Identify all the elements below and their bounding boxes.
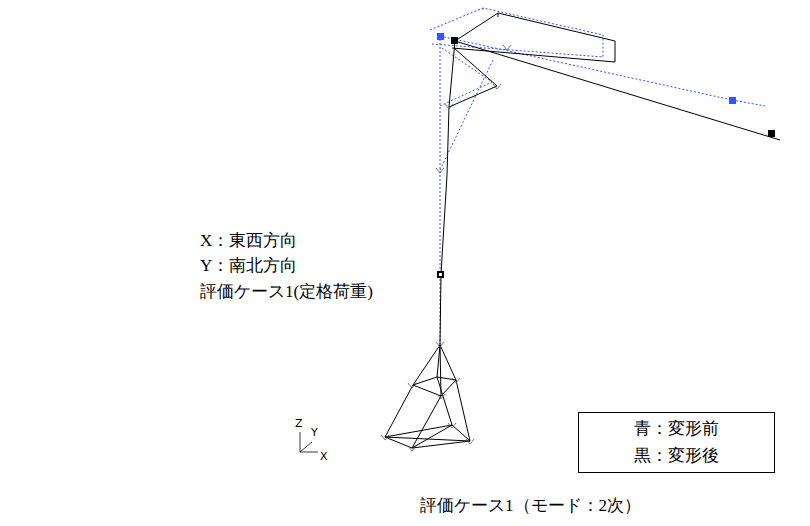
legend-text: 青：変形前	[634, 419, 719, 439]
note-text: 評価ケース1(定格荷重)	[200, 282, 373, 302]
deformed-shape	[385, 13, 780, 448]
undeformed-shape	[430, 8, 765, 345]
axis-label: Y	[311, 426, 318, 439]
note-text: Y：南北方向	[200, 256, 297, 276]
node-markers	[437, 33, 775, 278]
note-text: X：東西方向	[200, 231, 297, 251]
axis-label: X	[320, 450, 328, 463]
support-symbols	[381, 45, 511, 451]
legend-text: 黒：変形後	[634, 446, 719, 466]
axis-label: Z	[295, 417, 303, 430]
legend-box: 青：変形前黒：変形後	[578, 412, 775, 473]
figure-caption: 評価ケース1（モード：2次）	[420, 496, 641, 516]
